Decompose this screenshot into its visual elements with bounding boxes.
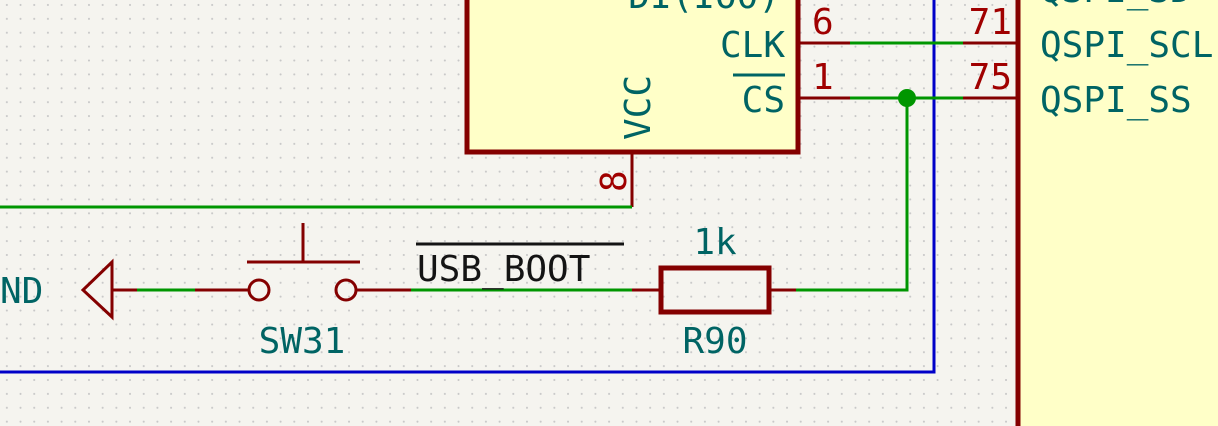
mcu-pin-qspi-scl-name: QSPI_SCL: [1040, 25, 1213, 66]
switch-reference: SW31: [259, 321, 346, 362]
pin-clk-number: 6: [812, 2, 834, 43]
junction-dot: [898, 89, 916, 107]
pin-cs-name: CS: [742, 80, 785, 121]
pin-cs-number: 1: [812, 57, 834, 98]
switch-left-contact: [247, 278, 271, 302]
resistor-reference: R90: [682, 321, 747, 362]
flash-chip-value-text: DI(IO0): [628, 0, 780, 17]
sheet-border: [0, 0, 936, 374]
net-label-usb-boot[interactable]: USB_BOOT: [417, 249, 590, 290]
mcu-symbol-body[interactable]: [1015, 0, 1218, 426]
pin-vcc-name: VCC: [618, 75, 659, 140]
gnd-symbol-icon[interactable]: [80, 258, 114, 321]
mcu-pin-qspi-sd-name: QSPI_SD: [1040, 0, 1192, 11]
resistor-value: 1k: [693, 222, 737, 263]
mcu-pin-qspi-scl-number: 71: [969, 2, 1012, 43]
gnd-label: ND: [0, 271, 43, 312]
switch-right-contact: [334, 278, 358, 302]
pin-clk-name: CLK: [720, 25, 785, 66]
pin-vcc-number: 8: [594, 170, 635, 192]
resistor-body: [658, 265, 772, 315]
mcu-pin-qspi-ss-number: 75: [969, 57, 1012, 98]
switch-sw31[interactable]: [195, 223, 411, 302]
mcu-pin-qspi-ss-name: QSPI_SS: [1040, 80, 1192, 121]
wire-cs-to-resistor[interactable]: [796, 98, 909, 292]
resistor-r90[interactable]: [632, 265, 796, 315]
